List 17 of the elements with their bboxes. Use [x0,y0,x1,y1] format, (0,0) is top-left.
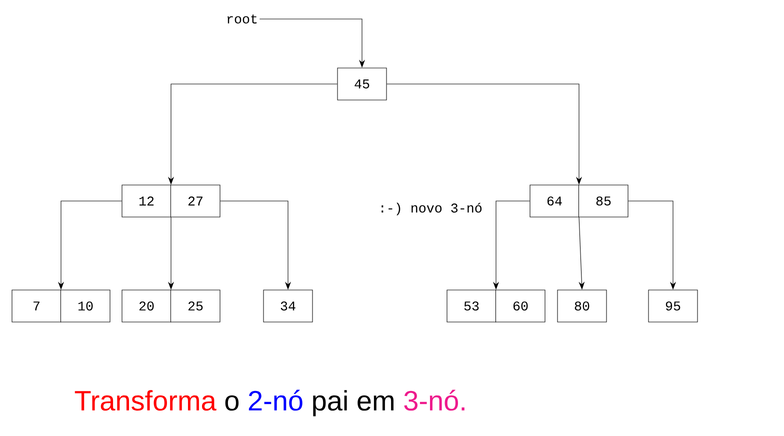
tree-node-box: 12 27 [122,184,220,218]
tree-node-box: 95 [648,290,698,322]
tree-node-box: 34 [263,290,313,322]
tree-node-box: 7 10 [12,289,110,323]
root-label: root [228,14,257,24]
label: 2-nó [248,390,302,411]
label: 3-nó. [404,390,464,411]
label: pai em [313,390,394,416]
note-label: :-) novo 3-nó [382,202,482,216]
tree-node-box: 80 [557,290,607,322]
tree-node-box: 45 [337,68,387,100]
label: Transforma [74,390,216,411]
caption-sentence: Transforma o 2-nó pai em 3-nó. [74,390,464,416]
label: o [225,395,239,411]
tree-node-box: 20 25 [122,289,220,323]
tree-node-box: 53 60 [446,289,546,323]
tree-node-box: 64 85 [530,184,628,218]
